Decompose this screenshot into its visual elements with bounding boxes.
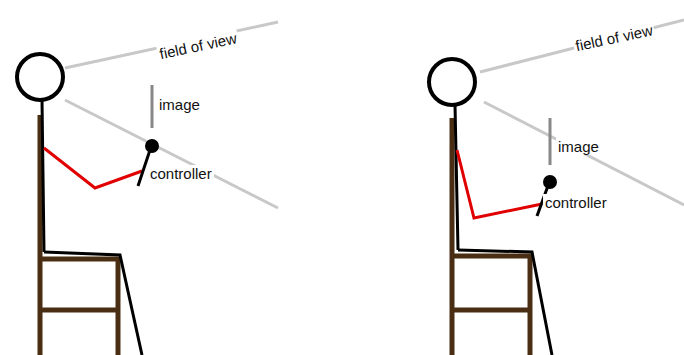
chair-leg [528, 256, 533, 355]
view-line [65, 100, 278, 208]
chair-leg [116, 259, 121, 355]
controller-dot [145, 139, 159, 153]
chair-rail [452, 308, 530, 313]
controller-label: controller [148, 165, 214, 182]
head [17, 54, 63, 100]
field-of-view-label: field of view [156, 29, 240, 63]
image-label: image [556, 138, 601, 155]
chair-back [450, 118, 455, 355]
arm [44, 148, 142, 188]
view-line [65, 22, 278, 68]
arm [457, 150, 542, 218]
controller-dot [543, 175, 557, 189]
field-of-view-label: field of view [572, 21, 656, 55]
image-plane [549, 118, 552, 165]
left-figure [17, 22, 278, 355]
spine [42, 100, 44, 252]
chair-seat [450, 254, 533, 259]
image-label: image [157, 96, 202, 113]
chair-seat [38, 257, 121, 262]
controller-label: controller [543, 194, 609, 211]
image-plane [151, 85, 154, 128]
leg [44, 252, 142, 355]
view-line [484, 102, 684, 205]
view-line [480, 20, 684, 72]
leg [458, 250, 552, 355]
head [429, 59, 475, 105]
spine [455, 105, 458, 250]
chair-rail [40, 308, 118, 313]
right-figure [429, 20, 684, 355]
